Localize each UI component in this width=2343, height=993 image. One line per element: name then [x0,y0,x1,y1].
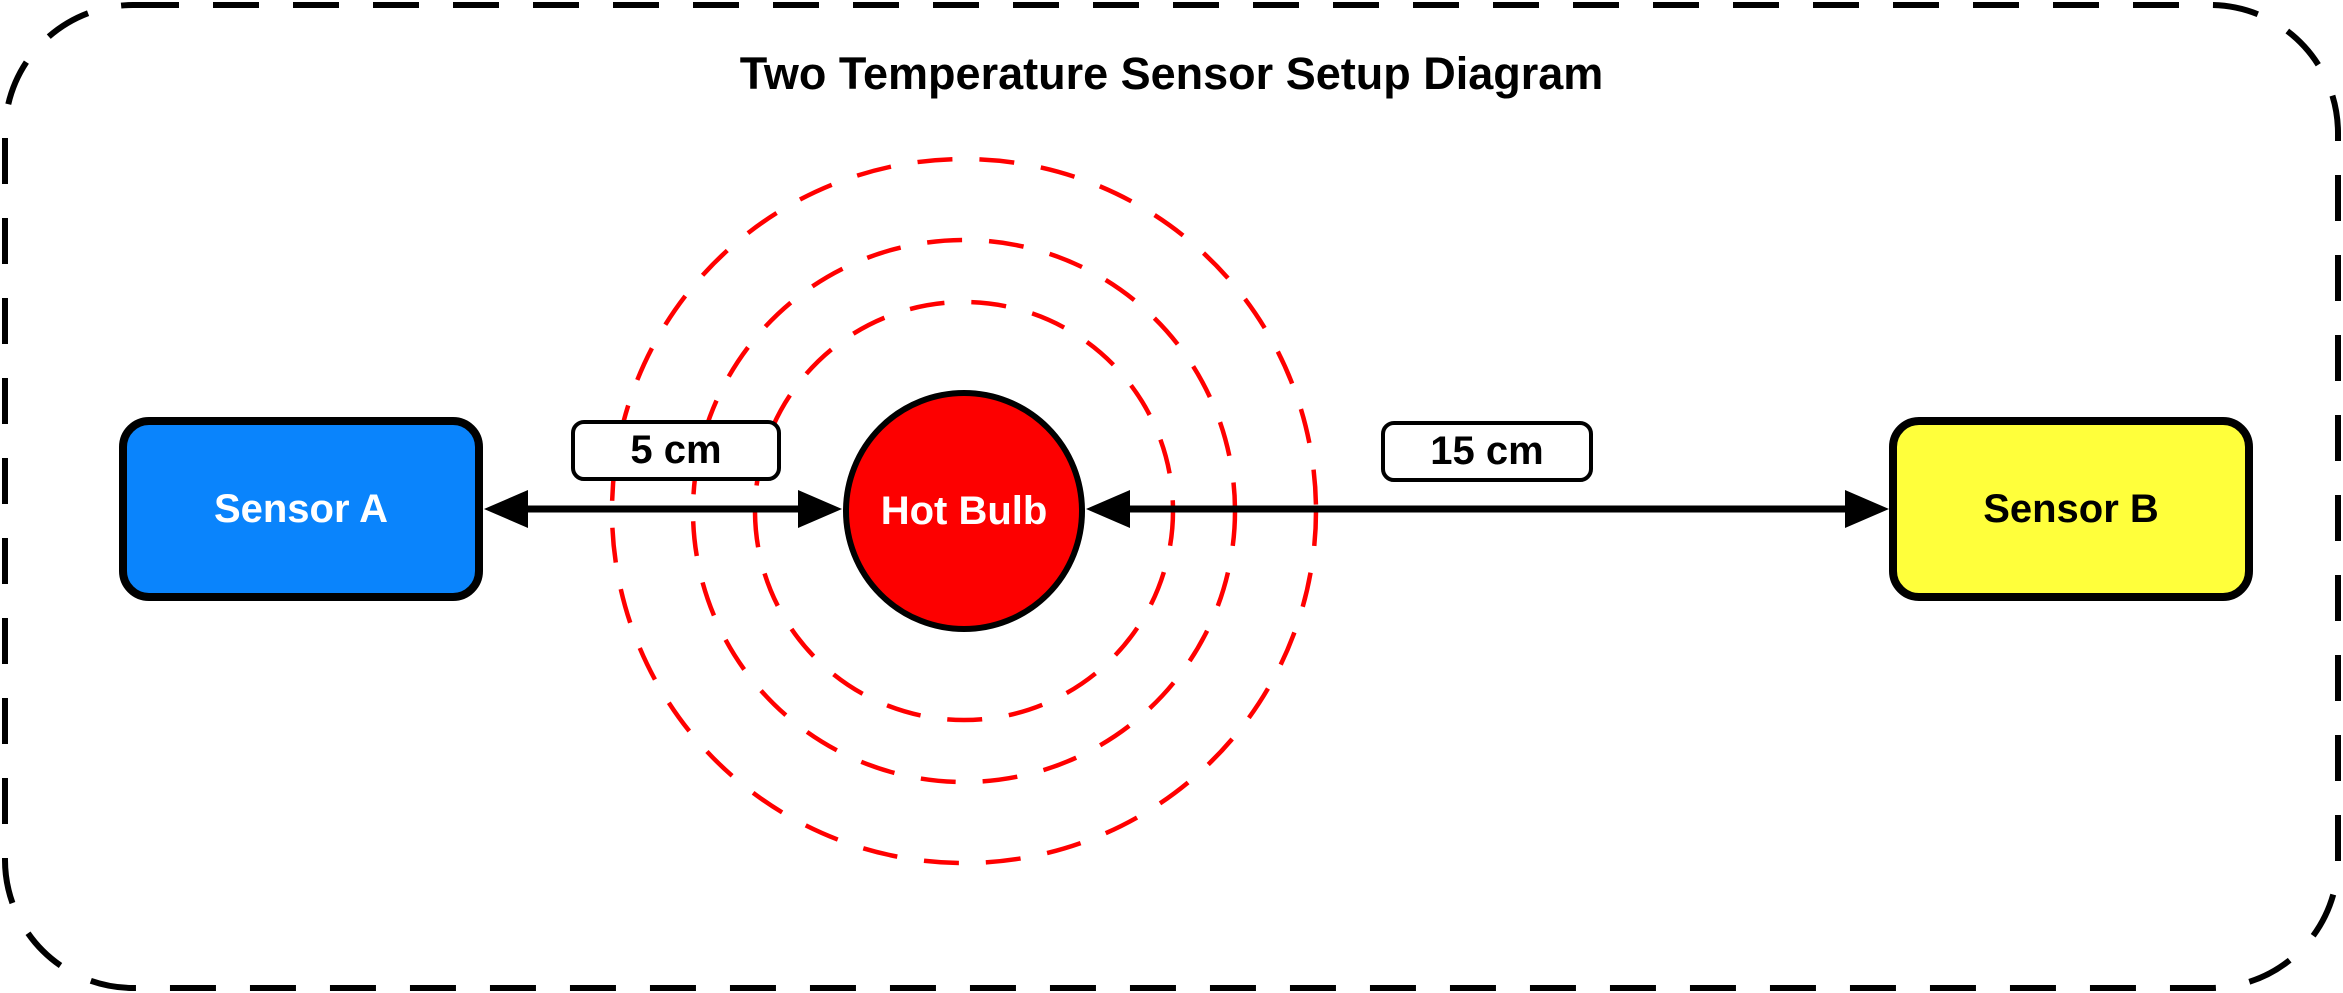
arrow-b-line [1110,505,1865,513]
sensor-b-box: Sensor B [1889,417,2253,601]
arrow-b-left-head [1086,490,1130,528]
arrow-b-right-head [1845,490,1889,528]
distance-label-bulb-to-b: 15 cm [1381,421,1593,482]
sensor-b-label: Sensor B [1983,486,2159,531]
sensor-a-box: Sensor A [119,417,483,601]
arrow-a-line [505,505,820,513]
hot-bulb-label: Hot Bulb [880,488,1048,533]
sensor-a-label: Sensor A [213,486,389,531]
hot-bulb-circle: Hot Bulb [843,390,1085,632]
distance-b-value: 15 cm [1430,429,1544,473]
distance-label-a-to-bulb: 5 cm [571,420,781,481]
arrow-a-right-head [798,490,842,528]
arrow-sensor-a-to-bulb [484,490,842,528]
distance-a-value: 5 cm [630,428,722,472]
arrow-bulb-to-sensor-b [1086,490,1889,528]
arrow-a-left-head [484,490,528,528]
diagram-title: Two Temperature Sensor Setup Diagram [739,48,1604,99]
